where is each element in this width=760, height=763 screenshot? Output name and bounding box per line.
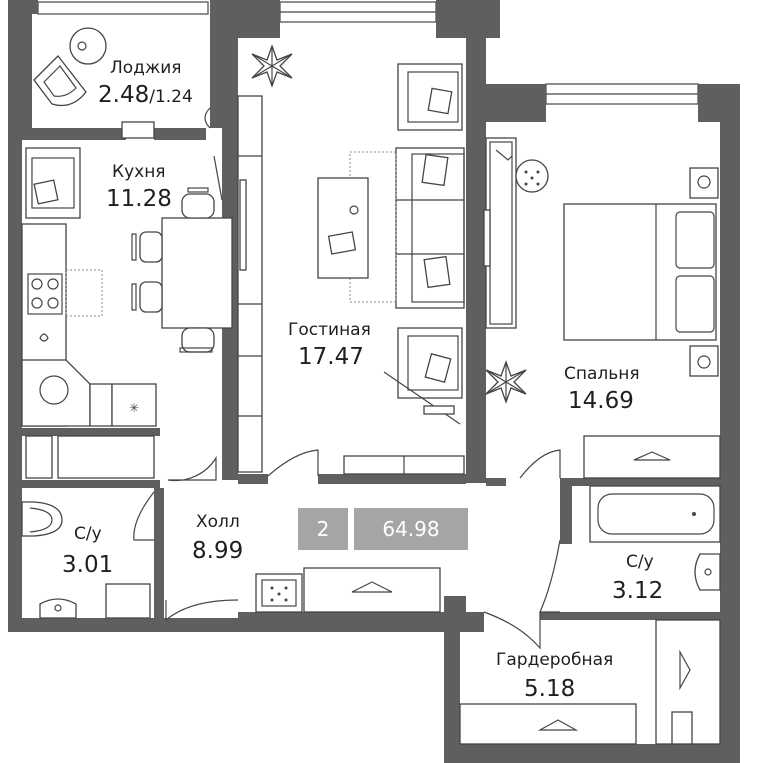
wall-living-bottom <box>238 474 268 484</box>
wardrobe-room-furniture <box>459 619 721 745</box>
doors <box>133 107 561 650</box>
wardrobe-bedroom <box>485 137 517 329</box>
room-area-wardrobe: 5.18 <box>524 676 576 702</box>
room-name-kitchen: Кухня <box>112 162 166 182</box>
toilet-icon-1 <box>21 501 63 537</box>
round-table-icon <box>69 27 107 65</box>
wall-bottom-right <box>444 744 740 763</box>
wall-top-living <box>222 0 280 38</box>
wall-living-right <box>466 38 486 483</box>
room-name-bath1: С/у <box>74 524 102 544</box>
bed <box>563 203 717 341</box>
room-area-kitchen: 11.28 <box>106 186 172 212</box>
sink-icon <box>39 375 69 405</box>
room-area-living: 17.47 <box>298 344 364 370</box>
tv-unit <box>237 95 263 473</box>
living-furniture <box>237 44 465 475</box>
ceiling-lamp-icon <box>515 159 549 193</box>
coffee-table <box>317 177 369 279</box>
bath2-fixtures <box>589 485 721 591</box>
hall-furniture <box>255 567 441 613</box>
armchair-icon <box>33 55 87 107</box>
dining-table <box>161 217 233 329</box>
shelf-bottom <box>459 703 637 745</box>
rooms-count-badge: 2 <box>298 508 348 550</box>
room-area-bedroom: 14.69 <box>568 388 634 414</box>
wall-top-living-right <box>436 0 500 38</box>
kitchen-furniture: ✳ <box>21 147 233 479</box>
svg-text:✳: ✳ <box>129 401 139 415</box>
washing-machine <box>105 583 151 619</box>
room-name-bedroom: Спальня <box>564 364 640 384</box>
wall-kitchen-bottom <box>22 428 160 436</box>
wall-loggia-top-left <box>32 0 38 14</box>
room-name-bath2: С/у <box>626 552 654 572</box>
window-loggia <box>37 1 209 15</box>
wall-wardrobe-left <box>444 612 460 763</box>
bathtub <box>589 485 721 543</box>
room-area-bath1: 3.01 <box>62 552 114 578</box>
bedroom-furniture <box>483 137 721 479</box>
wall-bath2-bottom <box>540 612 720 620</box>
room-area-loggia: 2.48/1.24 <box>98 82 193 108</box>
room-area-loggia-value: 2.48 <box>98 82 150 108</box>
room-name-wardrobe: Гардеробная <box>496 650 614 670</box>
room-name-hall: Холл <box>196 512 240 532</box>
loggia-furniture <box>33 27 155 139</box>
sink-icon-bath2 <box>694 553 721 591</box>
wall-living-bottom-right <box>318 474 466 484</box>
wall-hall-bottom <box>238 612 484 632</box>
hall-wardrobe <box>303 567 441 613</box>
windows <box>37 1 699 105</box>
wall-bedroom-bottom <box>486 478 506 486</box>
room-area-hall: 8.99 <box>192 538 244 564</box>
room-area-loggia-reduced: /1.24 <box>149 87 193 107</box>
wall-kitchen-bottom-2 <box>22 480 160 488</box>
wall-right <box>720 84 740 763</box>
fridge <box>111 383 157 427</box>
wall-loggia-left <box>8 0 32 140</box>
wall-wardrobe-stub <box>444 596 466 616</box>
wall-bedroom-top-left <box>486 84 546 122</box>
wall-bottom-left <box>8 618 238 632</box>
wall-bath1-right <box>154 488 164 618</box>
bath1-fixtures <box>21 501 151 619</box>
total-area-badge: 64.98 <box>354 508 468 550</box>
room-name-loggia: Лоджия <box>110 58 182 78</box>
sink-icon-bath1 <box>39 598 77 619</box>
room-name-living: Гостиная <box>288 320 371 340</box>
wall-bath2-left <box>560 484 572 544</box>
wardrobe-bedroom-bottom <box>583 435 721 479</box>
wall-loggia-right <box>210 0 222 128</box>
wall-left <box>8 128 22 632</box>
room-area-bath2: 3.12 <box>612 578 664 604</box>
wall-bath2-top <box>560 478 720 486</box>
wall-top-left <box>8 128 126 140</box>
wall-top-stub <box>154 128 206 140</box>
